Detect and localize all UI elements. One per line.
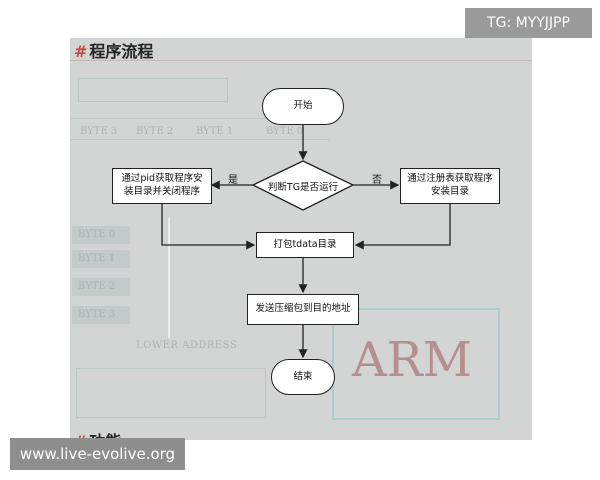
heading-text: 程序流程 (89, 42, 154, 61)
bg-rect-top (78, 78, 228, 102)
watermark-site: www.live-evolive.org (10, 438, 185, 470)
bg-cell-1 (72, 250, 130, 268)
bg-cell-2 (72, 278, 130, 296)
bg-box-left (76, 368, 266, 418)
bg-byte-top-1: BYTE 2 (136, 126, 174, 137)
node-get-dir-by-pid: 通过pid获取程序安装目录并关闭程序 (112, 168, 212, 204)
bg-vertical-line (168, 218, 170, 338)
heading-hash: # (74, 42, 88, 61)
node-send-archive: 发送压缩包到目的地址 (247, 294, 359, 325)
node-decision-label: 判断TG是否运行 (267, 182, 339, 193)
node-get-dir-by-registry: 通过注册表获取程序安装目录 (400, 168, 500, 204)
edge-label-yes: 是 (228, 175, 238, 186)
edge-right-pack (354, 204, 451, 250)
bg-cell-0 (72, 226, 130, 244)
edge-left-pack (161, 204, 256, 250)
watermark-tg: TG: MYYJJPP (465, 8, 592, 38)
bg-byte-top-0: BYTE 3 (80, 126, 118, 137)
node-start: 开始 (262, 88, 344, 125)
bg-row (70, 118, 330, 140)
bg-byte-left-2: BYTE 2 (78, 281, 116, 292)
bg-byte-left-3: BYTE 3 (78, 309, 116, 320)
bg-byte-left-0: BYTE 0 (78, 229, 116, 240)
bg-cell-3 (72, 306, 130, 324)
bg-byte-top-2: BYTE 1 (196, 126, 234, 137)
bg-byte-top-3: BYTE 0 (266, 126, 304, 137)
node-end: 结束 (271, 359, 335, 395)
node-pack-tdata: 打包tdata目录 (256, 232, 354, 258)
decision-diamond (251, 160, 355, 211)
section-heading: #程序流程 (74, 38, 153, 62)
bg-arm-box (332, 308, 500, 420)
heading-underline (70, 60, 532, 61)
bg-arm-text: ARM (352, 332, 472, 388)
bg-lower-address: LOWER ADDRESS (136, 340, 238, 351)
edge-label-no: 否 (372, 175, 382, 186)
bg-byte-left-1: BYTE 1 (78, 253, 116, 264)
